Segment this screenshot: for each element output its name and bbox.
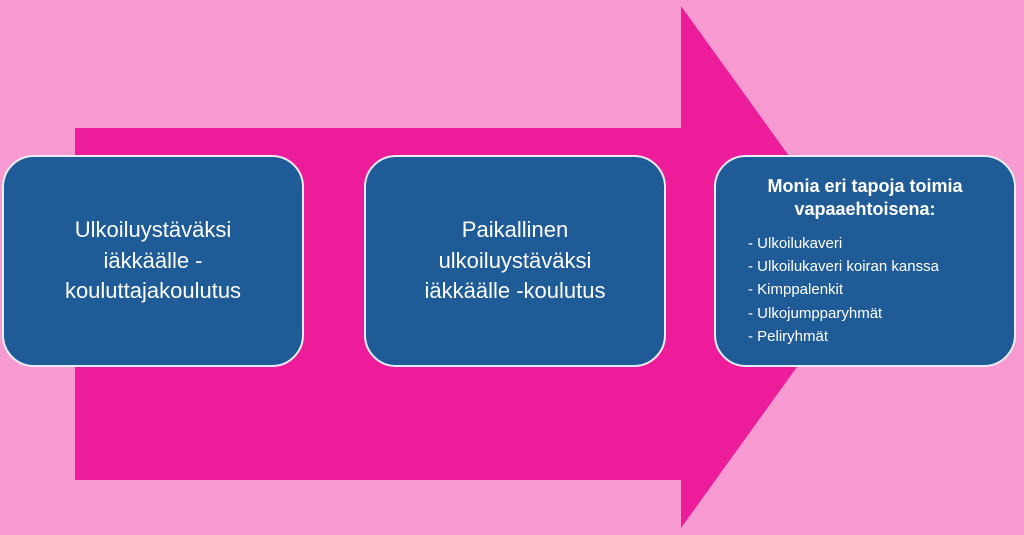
box-title-line: Monia eri tapoja toimia xyxy=(767,176,963,196)
volunteer-options-box: Monia eri tapoja toimia vapaaehtoisena: … xyxy=(714,155,1016,367)
volunteer-options-title: Monia eri tapoja toimia vapaaehtoisena: xyxy=(738,175,992,222)
box-text-line: iäkkäälle -koulutus xyxy=(424,278,606,304)
list-item: - Kimppalenkit xyxy=(748,281,844,299)
list-item: - Ulkoilukaveri xyxy=(748,234,843,252)
local-training-text: Paikallinen ulkoiluystäväksi iäkkäälle -… xyxy=(425,215,606,307)
box-text-line: kouluttajakoulutus xyxy=(64,278,242,304)
trainer-training-text: Ulkoiluystäväksi iäkkäälle - kouluttajak… xyxy=(65,215,241,307)
list-item: - Ulkoilukaveri koiran kanssa xyxy=(748,258,939,276)
box-text-line: ulkoiluystäväksi xyxy=(438,247,592,273)
box-text-line: iäkkäälle - xyxy=(103,247,203,273)
local-training-box: Paikallinen ulkoiluystäväksi iäkkäälle -… xyxy=(364,155,666,367)
box-text-line: Paikallinen xyxy=(461,216,569,242)
list-item: - Peliryhmät xyxy=(748,327,829,345)
box-title-line: vapaaehtoisena: xyxy=(794,199,936,220)
volunteer-options-list: - Ulkoilukaveri - Ulkoilukaveri koiran k… xyxy=(738,232,992,348)
list-item: - Ulkojumpparyhmät xyxy=(748,304,883,322)
trainer-training-box: Ulkoiluystäväksi iäkkäälle - kouluttajak… xyxy=(2,155,304,367)
box-text-line: Ulkoiluystäväksi xyxy=(74,216,232,242)
